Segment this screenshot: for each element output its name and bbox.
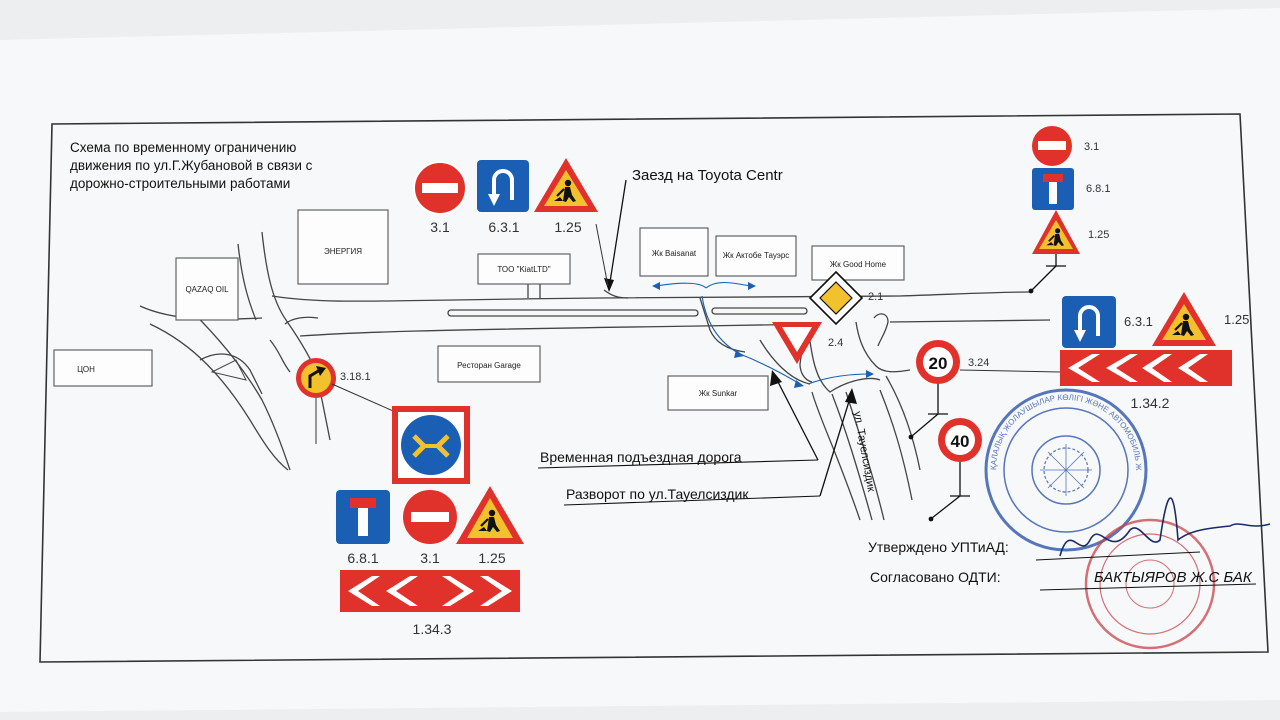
paper-sheet — [0, 8, 1280, 712]
sign-turn-right-detour — [296, 358, 336, 398]
roads — [139, 231, 1051, 521]
sign-anchor-speed-20 — [908, 434, 914, 440]
sign-no-entry-top — [413, 161, 467, 215]
approved-label: Утверждено УПТиАД: — [868, 539, 1009, 555]
red-stamp — [1084, 518, 1216, 650]
sign-detour-direction — [392, 406, 470, 484]
sign-main-road — [808, 270, 864, 326]
code-mid-21: 2.1 — [868, 291, 883, 303]
sign-codes-top: 3.1 6.3.1 1.25 — [430, 219, 582, 235]
sign-road-works-bottom — [456, 486, 524, 544]
building-kiat — [477, 253, 571, 285]
label-qazaq-oil: QAZAQ OIL — [185, 285, 229, 294]
sign-speed-limit-20: 20 — [916, 340, 960, 384]
code-right-681: 6.8.1 — [1086, 183, 1110, 195]
building-tson — [53, 349, 153, 387]
diagram-frame — [39, 113, 1269, 663]
code-right-631: 6.3.1 — [1124, 314, 1153, 329]
label-aktobe-towers: Жк Актобе Тауэрс — [723, 251, 790, 260]
agreed-label: Согласовано ОДТИ: — [870, 569, 1001, 585]
sign-post-right-top — [1031, 254, 1066, 291]
code-chevron-bottom: 1.34.3 — [413, 621, 452, 637]
temporary-flow — [655, 281, 871, 385]
code-mid-24: 2.4 — [828, 337, 843, 349]
agreed-signature-line — [1039, 583, 1257, 591]
building-qazaq-oil — [175, 257, 239, 321]
building-aktobe-towers — [715, 235, 797, 277]
annotation-temp-road: Временная подъездная дорога — [540, 449, 742, 465]
building-baisanat — [639, 227, 709, 277]
top-group-pointer — [595, 223, 609, 287]
sign-post-speed-40 — [931, 462, 970, 519]
code-top-31: 3.1 — [430, 219, 450, 235]
scheme-title: Схема по временному ограничению движения… — [70, 140, 316, 191]
u-turn-arrowhead — [845, 388, 857, 404]
label-kiat: ТОО "KiatLTD" — [497, 265, 550, 274]
left-sign-pointer — [331, 383, 401, 415]
toyota-arrowhead — [604, 278, 614, 292]
label-tson: ЦОН — [77, 365, 95, 374]
temp-road-pointer — [775, 377, 819, 461]
toyota-pointer — [609, 179, 627, 283]
speed-20-pointer — [959, 369, 1061, 373]
code-right-31: 3.1 — [1084, 141, 1099, 153]
code-right-125b: 1.25 — [1224, 312, 1249, 327]
sign-speed-limit-40: 40 — [938, 418, 982, 462]
annotation-u-turn: Разворот по ул.Тауелсиздик — [566, 486, 749, 502]
code-bottom-125: 1.25 — [478, 550, 505, 566]
label-baisanat: Жк Baisanat — [652, 249, 697, 258]
title-line-3: дорожно-строительными работами — [70, 176, 290, 191]
title-line-1: Схема по временному ограничению — [70, 140, 296, 155]
sign-no-entry-right — [1032, 126, 1072, 166]
speed-limit-20-value: 20 — [929, 354, 948, 373]
building-sunkar — [667, 375, 769, 411]
u-turn-pointer — [819, 397, 851, 497]
code-speed-324: 3.24 — [968, 357, 989, 369]
code-right-125: 1.25 — [1088, 229, 1109, 241]
agreed-handwritten: БАКТЫЯРОВ Ж.С БАК — [1094, 569, 1253, 586]
annotation-toyota: Заезд на Toyota Centr — [632, 167, 783, 184]
building-energia — [297, 209, 389, 285]
temp-road-underline — [537, 459, 819, 469]
sign-give-way — [772, 322, 822, 364]
sign-chevron-bottom — [340, 570, 520, 612]
label-sunkar: Жк Sunkar — [699, 389, 738, 398]
buildings — [53, 209, 905, 411]
code-chevron-right: 1.34.2 — [1131, 395, 1170, 411]
label-energia: ЭНЕРГИЯ — [324, 247, 362, 256]
sign-post-speed-20 — [911, 384, 948, 437]
speed-limit-40-value: 40 — [951, 432, 970, 451]
sign-road-works-top — [534, 158, 598, 212]
building-garage — [437, 345, 541, 383]
code-top-125: 1.25 — [554, 219, 581, 235]
temp-road-arrowhead — [770, 370, 782, 386]
flow-arrowheads — [652, 282, 874, 388]
sign-road-works-right — [1032, 210, 1080, 254]
sign-codes-bottom: 6.8.1 3.1 1.25 — [347, 550, 505, 566]
sign-dead-end-bottom — [336, 490, 390, 544]
sign-chevron-right — [1060, 350, 1232, 386]
sign-no-entry-bottom — [403, 490, 457, 544]
title-line-2: движения по ул.Г.Жубановой в связи с — [70, 158, 313, 173]
code-left-3181: 3.18.1 — [340, 371, 371, 383]
code-top-631: 6.3.1 — [488, 219, 519, 235]
label-garage: Ресторан Garage — [457, 361, 521, 370]
approved-signature-line — [1035, 551, 1201, 561]
building-labels: ЭНЕРГИЯ QAZAQ OIL ЦОН ТОО "KiatLTD" Жк B… — [77, 247, 887, 398]
building-good-home — [811, 245, 905, 281]
sign-anchor-speed-40 — [928, 516, 934, 522]
label-good-home: Жк Good Home — [830, 260, 887, 269]
sign-dead-end-right — [1032, 168, 1074, 210]
code-bottom-31: 3.1 — [420, 550, 440, 566]
u-turn-underline — [563, 495, 821, 506]
sign-road-works-right-b — [1152, 292, 1216, 346]
sign-anchor-right-top — [1028, 288, 1034, 294]
approved-signature — [1059, 497, 1271, 557]
sign-u-turn-right — [1062, 296, 1116, 348]
code-bottom-681: 6.8.1 — [347, 550, 378, 566]
sign-u-turn-top — [477, 160, 529, 212]
